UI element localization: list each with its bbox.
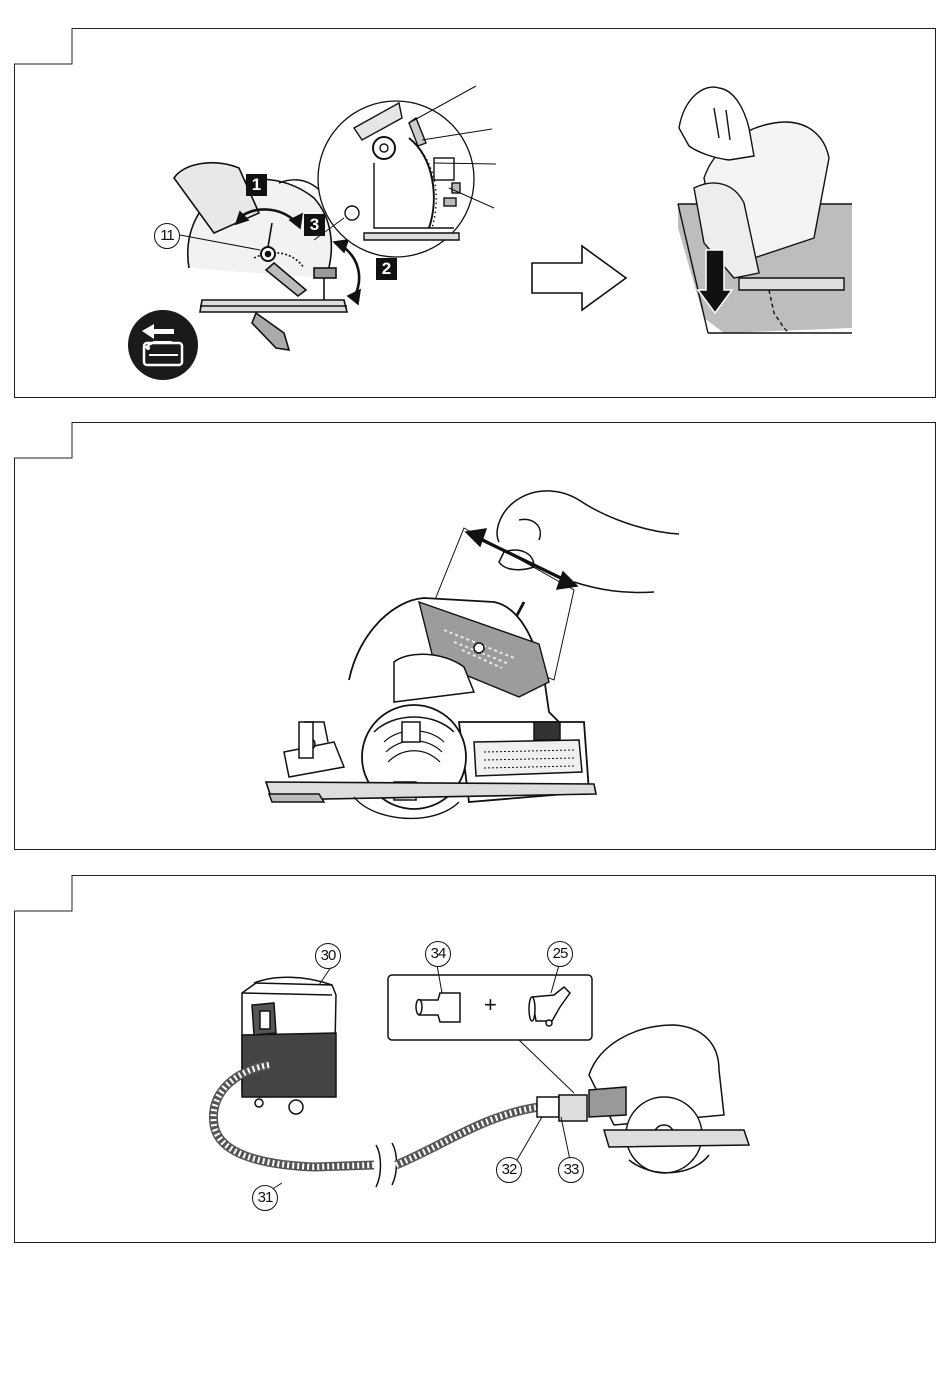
- step-1-badge: 1: [246, 174, 267, 196]
- battery-remove-icon: [128, 310, 198, 380]
- dust-collector-illustration: [14, 875, 936, 1243]
- step-2-badge: 2: [376, 258, 397, 280]
- part-ref-34: 34: [425, 941, 451, 967]
- part-ref-25: 25: [547, 941, 573, 967]
- step-3-badge: 3: [304, 214, 325, 236]
- part-ref-32: 32: [496, 1157, 522, 1183]
- part-ref-31: 31: [252, 1185, 278, 1211]
- figure-panel-2: [14, 422, 936, 850]
- grip-handle-illustration: [14, 422, 936, 850]
- figure-panel-1: 1 3 2 11: [14, 28, 936, 398]
- part-ref-11: 11: [154, 223, 180, 249]
- part-ref-30: 30: [315, 943, 341, 969]
- figure-panel-3: 30 34 25 31 32 33 +: [14, 875, 936, 1243]
- plus-sign: +: [484, 992, 497, 1018]
- part-ref-33: 33: [558, 1157, 584, 1183]
- bevel-adjust-illustration: [14, 28, 936, 398]
